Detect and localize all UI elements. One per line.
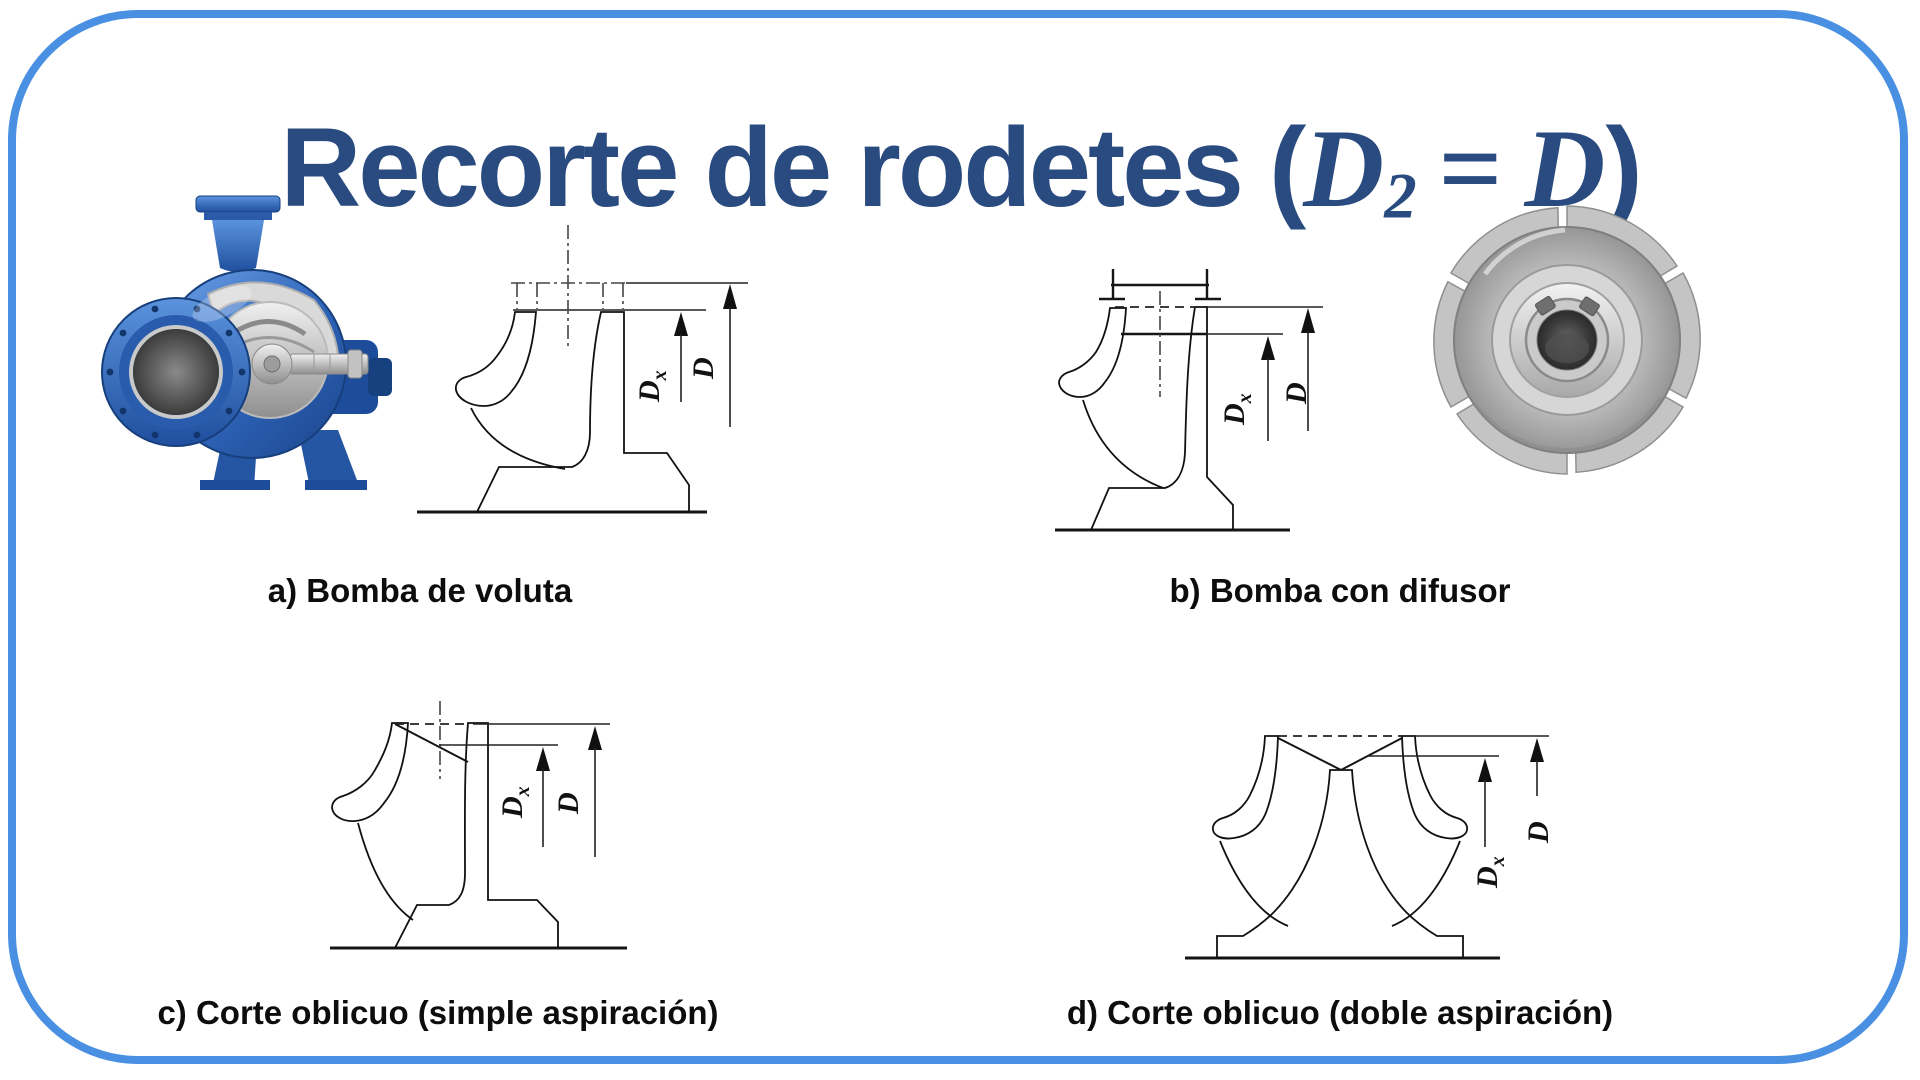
figure-caption-d: d) Corte oblicuo (doble aspiración) [1066,994,1614,1031]
dimension-original-diameter: D [1408,735,1555,844]
blade-outline [357,822,414,921]
label-d: D [1522,821,1555,844]
label-dx: Dx [1471,856,1509,889]
figure-caption-c: c) Corte oblicuo (simple aspiración) [157,994,719,1031]
dimension-original-diameter: D [473,723,610,857]
impeller-bore-shadow [1545,333,1589,363]
blade-outline [1219,840,1289,927]
pump-suction-flange [101,297,251,447]
label-dx: Dx [633,370,671,403]
diagram-oblique-single: D Dx [330,701,627,950]
dimension-original-diameter: D [1207,306,1323,431]
label-d: D [687,357,720,380]
front-shroud-section [1058,307,1127,398]
v-cut-lines [1277,737,1403,771]
title-equals: = [1438,107,1503,232]
front-shroud-section [1211,735,1279,840]
stainless-steel-impeller-photo [1433,205,1701,475]
title-close-paren: ) [1605,105,1642,231]
hub-and-base-section [393,722,559,949]
right-shroud-and-blade [1391,735,1469,927]
pump-suction-nozzle [195,195,281,272]
impeller-keyway-slot [1534,295,1556,316]
dimension-trimmed-diameter: Dx [1207,333,1283,441]
label-d: D [552,792,585,815]
page-title: Recorte de rodetes (D2=D) [0,103,1920,235]
left-shroud-and-blade [1211,735,1289,927]
dimension-original-diameter: D [626,282,748,427]
diagram-oblique-double: D Dx [1185,735,1555,960]
diagram-trim-volute: D Dx [417,225,748,514]
pump-highlight [192,286,252,322]
blade-outline [470,407,566,470]
dimension-trimmed-diameter: Dx [1367,755,1509,889]
dimension-trimmed-diameter: Dx [439,744,558,847]
hub-and-base-section [1089,306,1234,531]
figure-caption-a: a) Bomba de voluta [267,572,573,609]
front-shroud-section [331,722,409,822]
volute-pump-cutaway-photo [101,195,392,490]
impeller-keyway-slot [1579,296,1600,317]
impeller-rim-shadow [1473,396,1663,452]
hub-and-base-section [475,311,690,513]
title-math-d2: D2 [1303,107,1417,233]
diffuser-vanes [1099,269,1221,301]
label-dx: Dx [1218,393,1256,426]
figure-caption-b: b) Bomba con difusor [1169,572,1511,609]
label-dx: Dx [496,786,534,819]
diagram-trim-diffuser: D Dx [1055,269,1323,532]
dimension-trimmed-diameter: Dx [626,309,706,403]
blade-outline [1082,399,1164,489]
hub-and-base-section [1216,769,1464,959]
impeller-highlight [1482,227,1566,276]
front-shroud-section [454,311,537,407]
oblique-cut-line [394,723,469,763]
title-text: Recorte de rodetes ( [280,105,1306,231]
label-d: D [1280,382,1313,405]
